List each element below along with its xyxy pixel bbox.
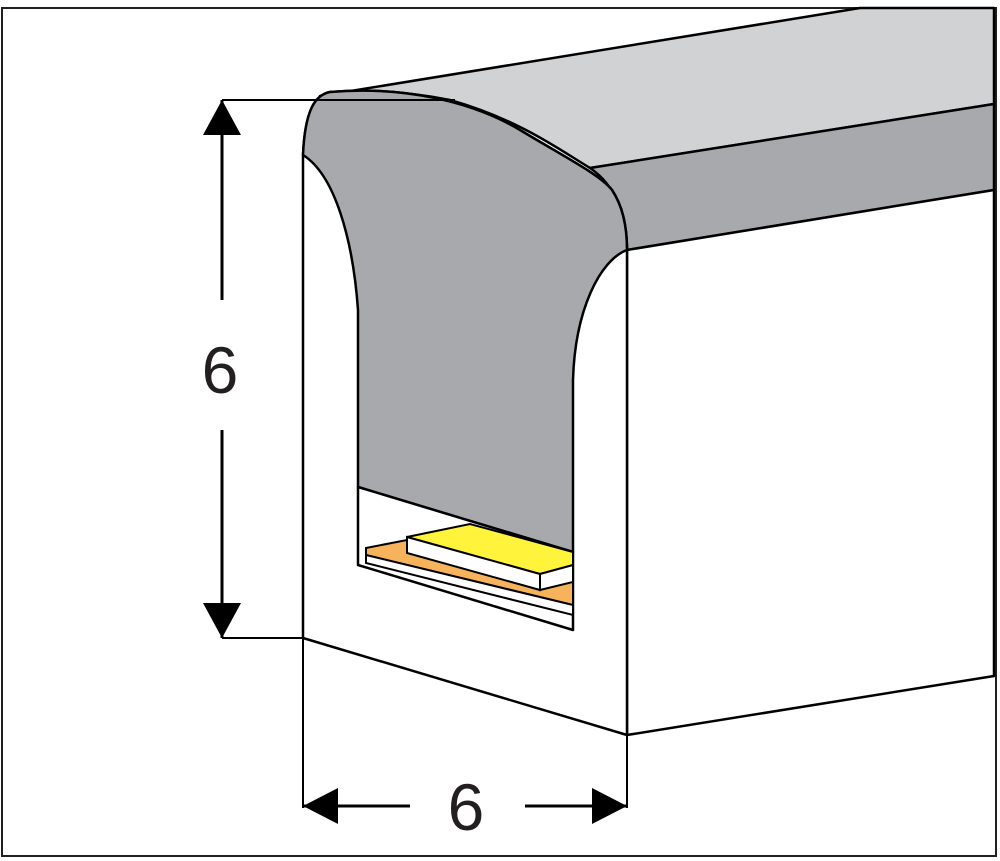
height-arrowhead-top	[203, 100, 241, 135]
width-arrowhead-right	[592, 788, 627, 824]
led-chip-side	[539, 563, 574, 592]
profile-right-face	[625, 188, 996, 737]
height-arrowhead-bottom	[203, 603, 241, 638]
width-dimension-label: 6	[448, 770, 485, 844]
diffuser-dome-front	[301, 89, 629, 554]
height-dimension-label: 6	[202, 333, 239, 407]
pcb-strip-front	[365, 553, 574, 617]
width-arrowhead-left	[303, 788, 338, 824]
